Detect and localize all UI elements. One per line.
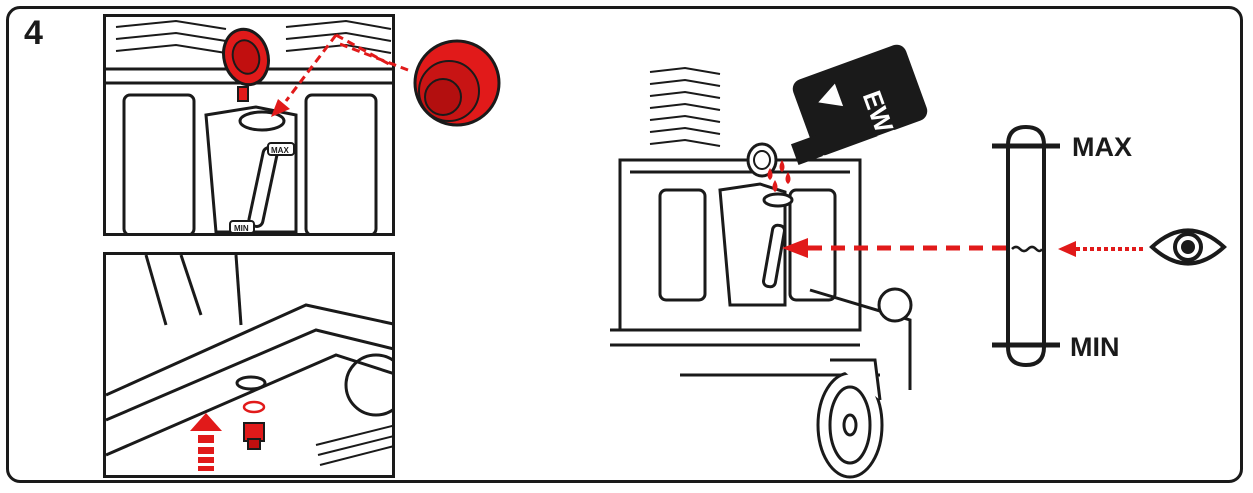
machine-illustration [610, 66, 913, 479]
level-gauge [992, 124, 1060, 368]
inset-panel-fill-cap: MAX MIN [103, 14, 395, 236]
step-number: 4 [24, 14, 43, 52]
insert-up-arrow-icon [190, 413, 222, 471]
filler-cap-icon [222, 27, 270, 102]
tube-max-mark: MAX [267, 142, 295, 156]
inset-panel-drain-plug [103, 252, 395, 478]
rubber-plug-icon [413, 39, 501, 127]
drain-plug-icon [242, 400, 266, 450]
gauge-max-label: MAX [1072, 132, 1132, 162]
filler-opening [238, 110, 286, 132]
machine-body [610, 158, 912, 390]
gauge-min-label: MIN [1070, 332, 1120, 362]
lifting-eye [877, 287, 913, 323]
vent-fins [115, 19, 392, 54]
main-sight-tube [762, 223, 786, 289]
fill-arrowhead-icon [271, 99, 290, 117]
svg-text:MAX: MAX [271, 146, 289, 155]
open-cap-icon [746, 142, 778, 178]
machine-base [106, 255, 392, 457]
drain-opening [235, 375, 267, 391]
eye-icon [1149, 228, 1227, 266]
coolant-canister: EWM [790, 44, 928, 165]
base-vent-slots [315, 424, 392, 466]
main-filler-opening [762, 192, 794, 208]
plug-arrow-icon [340, 42, 409, 72]
wheel [816, 358, 884, 479]
top-vent-fins [649, 66, 721, 147]
level-arrow-icon [782, 238, 1008, 258]
view-arrow-icon [1058, 241, 1144, 257]
tube-min-mark: MIN [229, 220, 255, 233]
coolant-drops-icon [767, 160, 791, 192]
svg-text:MIN: MIN [234, 224, 249, 233]
fill-arrow-icon [284, 33, 392, 102]
sight-tube [247, 146, 279, 228]
